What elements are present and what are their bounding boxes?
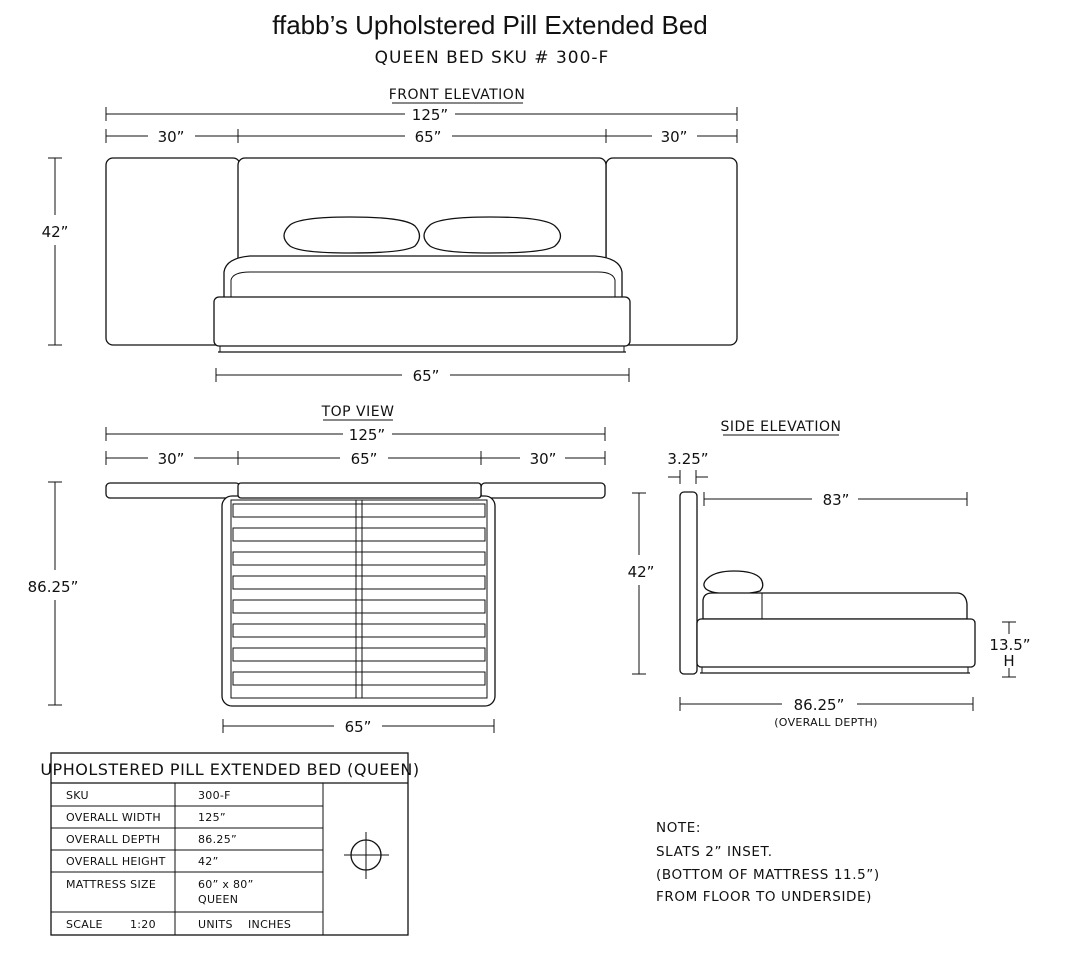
spec-row-value: 125” [198,811,226,824]
front-bed-width-text: 65” [413,367,440,385]
top-overall-width-text: 125” [349,426,385,444]
spec-row: SKU 300-F [66,789,231,802]
scale-label: SCALE [66,918,103,931]
top-left-panel-text: 30” [158,450,185,468]
front-overall-width-text: 125” [412,106,448,124]
side-frame-height-dimension: 13.5” H [989,621,1031,678]
side-height-text: 42” [628,563,655,581]
side-elevation-label: SIDE ELEVATION [721,419,842,435]
top-left-wing [105,482,241,499]
top-slat-area [230,499,488,699]
front-left-panel-text: 30” [158,128,185,146]
spec-row-value-secondary: QUEEN [198,893,238,906]
front-height-text: 42” [42,223,69,241]
side-frame-height-suffix: H [1003,652,1014,670]
top-slats [232,500,486,698]
top-bed-width-dimension: 65” [222,718,495,736]
side-mattress [702,592,968,620]
top-right-panel-text: 30” [530,450,557,468]
spec-row: MATTRESS SIZE 60” x 80” QUEEN [66,878,254,906]
top-view-label: TOP VIEW [321,404,395,420]
front-overall-width-dimension: 125” [105,106,738,124]
top-overall-width-dimension: 125” [105,426,606,444]
top-center-panel-text: 65” [351,450,378,468]
front-center-panel-text: 65” [415,128,442,146]
top-depth-dimension: 86.25” [28,481,79,706]
page-subtitle: QUEEN BED SKU # 300-F [375,48,610,68]
units-label: UNITS [198,918,233,931]
spec-scale-row: SCALE 1:20 UNITS INCHES [66,918,291,931]
top-right-wing [480,482,606,499]
top-depth-text: 86.25” [28,578,79,596]
spec-row-value: 42” [198,855,219,868]
spec-row-label: SKU [66,789,89,802]
top-bed-width-text: 65” [345,718,372,736]
side-elevation: SIDE ELEVATION 3.25” 83” 42” [628,419,1031,729]
front-bed-frame [213,296,631,347]
top-view: TOP VIEW 125” 30” 65” 30” [28,404,606,736]
spec-table: UPHOLSTERED PILL EXTENDED BED (QUEEN) SK… [40,752,419,936]
front-mattress [223,255,623,301]
top-center-headboard [237,482,482,499]
front-right-panel-text: 30” [661,128,688,146]
notes-block: NOTE: SLATS 2” INSET. (BOTTOM OF MATTRES… [656,820,880,905]
side-bed-length-text: 83” [823,491,850,509]
page-title: ffabb’s Upholstered Pill Extended Bed [272,10,708,40]
spec-row-value: 300-F [198,789,231,802]
front-elevation-label: FRONT ELEVATION [389,87,526,103]
spec-table-heading: UPHOLSTERED PILL EXTENDED BED (QUEEN) [40,760,419,779]
spec-row-label: MATTRESS SIZE [66,878,156,891]
spec-row: OVERALL WIDTH 125” [66,811,226,824]
front-panel-dimensions: 30” 65” 30” [105,128,738,146]
front-pillow-left [283,216,421,254]
front-bed-width-dimension: 65” [215,367,630,385]
spec-row-label: OVERALL HEIGHT [66,855,166,868]
spec-row-value: 86.25” [198,833,237,846]
note-line: SLATS 2” INSET. [656,844,773,860]
side-frame-height-text: 13.5” [989,636,1030,654]
front-height-dimension: 42” [42,157,69,346]
front-pillow-right [423,216,562,254]
side-overall-depth-dimension: 86.25” (OVERALL DEPTH) [679,696,974,729]
spec-row-value: 60” x 80” [198,878,254,891]
side-overall-depth-text: 86.25” [794,696,845,714]
top-panel-dimensions: 30” 65” 30” [105,450,606,468]
front-elevation: FRONT ELEVATION 125” 30” 65” 30” [42,87,738,385]
side-bed-frame [696,618,976,668]
side-bed-length-dimension: 83” [703,491,968,509]
note-heading: NOTE: [656,820,701,836]
spec-row-label: OVERALL DEPTH [66,833,160,846]
note-line: (BOTTOM OF MATTRESS 11.5”) [656,867,880,883]
crosshair-icon [344,832,389,879]
side-headboard [679,491,698,675]
side-pillow [703,570,764,595]
spec-row: OVERALL HEIGHT 42” [66,855,219,868]
units-value: INCHES [248,918,291,931]
side-headboard-thickness-text: 3.25” [667,450,708,468]
spec-row-label: OVERALL WIDTH [66,811,161,824]
side-overall-depth-note: (OVERALL DEPTH) [774,716,878,729]
side-height-dimension: 42” [628,492,655,675]
side-headboard-thickness-dimension: 3.25” [667,450,709,484]
scale-value: 1:20 [130,918,156,931]
spec-row: OVERALL DEPTH 86.25” [66,833,237,846]
note-line: FROM FLOOR TO UNDERSIDE) [656,889,872,905]
